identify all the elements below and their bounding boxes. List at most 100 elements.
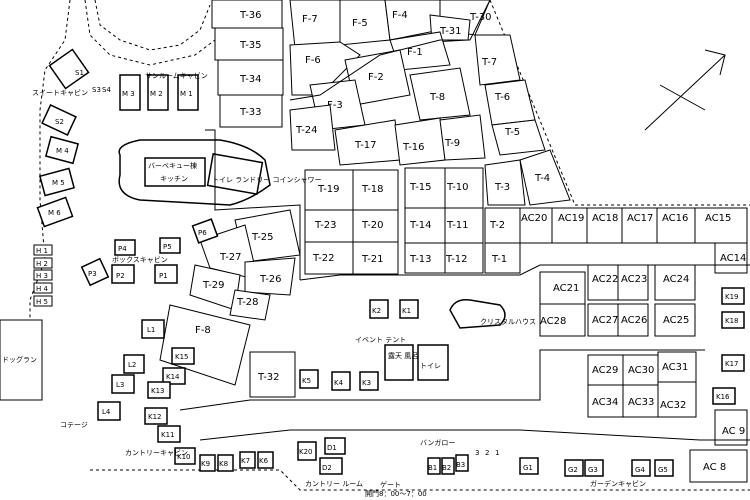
cabin-k15[interactable] (171, 347, 195, 365)
cabin-k3[interactable] (359, 371, 379, 391)
cabin-m3[interactable] (119, 74, 141, 111)
cabin-k8[interactable] (217, 454, 234, 472)
lot-t1[interactable] (484, 242, 521, 274)
cabin-g4[interactable] (631, 459, 651, 477)
cabin-s1[interactable] (48, 48, 90, 90)
cabin-d2[interactable] (319, 457, 343, 475)
cabin-m4[interactable] (44, 135, 80, 165)
cabin-s2[interactable] (41, 104, 77, 136)
lot-ac32[interactable] (657, 381, 697, 418)
lot-ac28[interactable] (539, 303, 586, 337)
lot-t3[interactable] (484, 159, 526, 206)
lot-ac17[interactable] (621, 207, 658, 244)
lot-ac34[interactable] (587, 384, 624, 418)
lot-t10[interactable] (444, 167, 484, 209)
facility-toilet-laundry[interactable] (206, 153, 264, 195)
cottage-l3[interactable] (111, 374, 135, 394)
lot-ac26[interactable] (617, 303, 649, 337)
cabin-h4[interactable] (33, 282, 53, 294)
cabin-b1[interactable] (427, 457, 441, 475)
lot-f6[interactable] (289, 41, 361, 96)
lot-ac30[interactable] (622, 354, 659, 386)
cabin-m6[interactable] (36, 196, 74, 228)
lot-t22[interactable] (304, 241, 354, 275)
lot-t4[interactable] (519, 149, 571, 206)
lot-t21[interactable] (352, 241, 399, 275)
lot-t18[interactable] (352, 169, 399, 211)
lot-t7[interactable] (474, 34, 521, 86)
cabin-p1[interactable] (154, 264, 178, 284)
cabin-p2[interactable] (111, 264, 135, 284)
lot-t28[interactable] (229, 289, 271, 321)
cabin-k12[interactable] (144, 407, 168, 425)
cottage-l4[interactable] (97, 401, 121, 421)
cabin-p6[interactable] (191, 218, 219, 244)
cabin-k19[interactable] (721, 287, 745, 305)
cabin-b3[interactable] (455, 454, 469, 472)
lot-ac21[interactable] (539, 271, 586, 305)
lot-t32[interactable] (249, 351, 296, 398)
lot-ac8[interactable] (689, 449, 748, 483)
cabin-k16[interactable] (712, 387, 736, 405)
cabin-k7[interactable] (239, 451, 256, 469)
cabin-b2[interactable] (441, 457, 455, 475)
cabin-h3[interactable] (33, 269, 53, 281)
cabin-k14[interactable] (162, 367, 186, 385)
cabin-g3[interactable] (584, 459, 604, 477)
facility-toilet[interactable] (417, 344, 449, 381)
cabin-d1[interactable] (324, 437, 346, 455)
cabin-k6[interactable] (257, 451, 274, 469)
lot-t12[interactable] (444, 242, 484, 274)
facility-crystal-house[interactable] (449, 298, 506, 329)
cabin-k11[interactable] (157, 425, 181, 443)
cabin-k13[interactable] (147, 381, 171, 399)
lot-t8[interactable] (409, 67, 471, 121)
cabin-k18[interactable] (721, 311, 745, 329)
facility-bbq[interactable] (144, 157, 206, 187)
cabin-k17[interactable] (721, 354, 745, 372)
lot-t35[interactable] (214, 27, 284, 61)
cabin-m5[interactable] (39, 167, 75, 197)
lot-ac20[interactable] (519, 207, 553, 244)
cabin-h5[interactable] (33, 295, 53, 307)
cabin-m2[interactable] (147, 74, 169, 111)
lot-ac31[interactable] (657, 351, 697, 383)
lot-t15[interactable] (404, 167, 446, 209)
lot-f8[interactable] (159, 304, 251, 386)
lot-ac14[interactable] (714, 242, 748, 274)
cabin-k10[interactable] (174, 447, 196, 465)
dog-run[interactable] (0, 319, 43, 401)
cabin-p5[interactable] (159, 237, 181, 254)
lot-t26[interactable] (244, 257, 296, 296)
cabin-k2[interactable] (369, 299, 389, 319)
cabin-p4[interactable] (114, 239, 136, 256)
cabin-h2[interactable] (33, 257, 53, 269)
cabin-m1[interactable] (177, 74, 199, 111)
lot-ac9[interactable] (714, 409, 748, 446)
cabin-h1[interactable] (33, 244, 53, 256)
lot-ac25[interactable] (654, 303, 696, 337)
lot-t19[interactable] (304, 169, 354, 211)
cottage-l1[interactable] (141, 319, 165, 339)
lot-ac19[interactable] (551, 207, 588, 244)
cabin-g1[interactable] (519, 457, 539, 475)
cottage-l2[interactable] (123, 354, 145, 374)
lot-ac18[interactable] (586, 207, 623, 244)
lot-t11[interactable] (444, 207, 484, 244)
cabin-g5[interactable] (654, 459, 674, 477)
cabin-k1[interactable] (399, 299, 419, 319)
lot-t33[interactable] (219, 94, 283, 128)
lot-t5[interactable] (491, 119, 546, 156)
lot-t2[interactable] (484, 207, 521, 244)
cabin-k20[interactable] (297, 441, 317, 461)
lot-t20[interactable] (352, 209, 399, 243)
cabin-k4[interactable] (331, 371, 351, 391)
lot-ac27[interactable] (587, 303, 619, 337)
cabin-p3[interactable] (80, 257, 110, 287)
lot-t24[interactable] (289, 104, 336, 151)
cabin-g2[interactable] (564, 459, 584, 477)
lot-ac23[interactable] (617, 264, 649, 301)
facility-bath[interactable] (384, 344, 414, 381)
cabin-k9[interactable] (199, 454, 216, 472)
lot-t14[interactable] (404, 207, 446, 244)
